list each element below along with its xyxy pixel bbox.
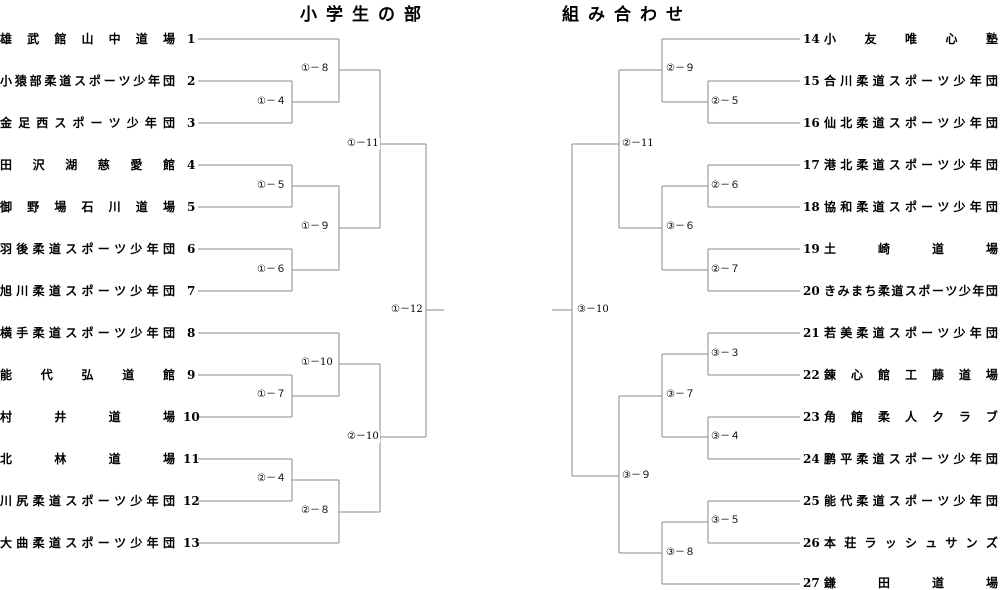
team-name: 旭川柔道スポーツ少年団 [0, 284, 175, 298]
match-label: ②－９ [665, 63, 696, 75]
team-name: 御野場石川道場 [0, 200, 175, 214]
team-number: 17 [803, 158, 820, 172]
team-number: 26 [803, 536, 820, 550]
match-label: ②－７ [710, 264, 741, 276]
team-number: 20 [803, 284, 820, 298]
team-number: 24 [803, 452, 820, 466]
match-label: ③－４ [710, 431, 741, 443]
match-label: ①－11 [346, 138, 380, 150]
team-number: 1 [187, 32, 196, 46]
team-number: 6 [187, 242, 196, 256]
match-label: ②－11 [621, 138, 655, 150]
team-name: 大曲柔道スポーツ少年団 [0, 536, 175, 550]
match-label: ③－10 [576, 304, 610, 316]
team-number: 21 [803, 326, 820, 340]
team-number: 15 [803, 74, 820, 88]
match-label: ①－４ [256, 96, 287, 108]
match-label: ②－４ [256, 473, 287, 485]
team-name: きみまち柔道スポーツ少年団 [824, 284, 998, 298]
team-name: 合川柔道スポーツ少年団 [824, 74, 998, 88]
match-label: ③－８ [665, 547, 696, 559]
team-name: 土崎道場 [824, 242, 998, 256]
team-number: 14 [803, 32, 820, 46]
team-name: 錬心館工藤道場 [824, 368, 998, 382]
match-label: ①－12 [390, 304, 424, 316]
team-number: 22 [803, 368, 820, 382]
title-right: 組み合わせ [562, 5, 692, 25]
match-label: ①－９ [300, 221, 331, 233]
team-number: 13 [183, 536, 200, 550]
match-label: ②－８ [300, 505, 331, 517]
team-name: 本荘ラッシュサンズ [824, 536, 998, 550]
team-number: 19 [803, 242, 820, 256]
team-name: 鎌田道場 [824, 576, 998, 590]
team-name: 協和柔道スポーツ少年団 [824, 200, 998, 214]
team-number: 4 [187, 158, 196, 172]
team-name: 横手柔道スポーツ少年団 [0, 326, 175, 340]
team-name: 仙北柔道スポーツ少年団 [824, 116, 998, 130]
team-number: 10 [183, 410, 200, 424]
team-name: 港北柔道スポーツ少年団 [824, 158, 998, 172]
match-label: ③－５ [710, 515, 741, 527]
team-name: 羽後柔道スポーツ少年団 [0, 242, 175, 256]
team-number: 18 [803, 200, 820, 214]
team-name: 川尻柔道スポーツ少年団 [0, 494, 175, 508]
match-label: ①－10 [300, 357, 334, 369]
team-name: 能代弘道館 [0, 368, 175, 382]
team-number: 11 [183, 452, 200, 466]
team-name: 鹏平柔道スポーツ少年団 [824, 452, 998, 466]
team-number: 5 [187, 200, 196, 214]
team-number: 12 [183, 494, 200, 508]
title-left: 小学生の部 [300, 5, 430, 25]
team-name: 若美柔道スポーツ少年団 [824, 326, 998, 340]
match-label: ①－８ [300, 63, 331, 75]
team-name: 能代柔道スポーツ少年団 [824, 494, 998, 508]
team-name: 北林道場 [0, 452, 175, 466]
team-number: 3 [187, 116, 196, 130]
match-label: ①－６ [256, 264, 287, 276]
match-label: ②－６ [710, 180, 741, 192]
team-name: 村井道場 [0, 410, 175, 424]
team-number: 25 [803, 494, 820, 508]
team-name: 金足西スポーツ少年団 [0, 116, 175, 130]
match-label: ③－７ [665, 389, 696, 401]
match-label: ③－６ [665, 221, 696, 233]
match-label: ③－９ [621, 470, 652, 482]
team-name: 小猿部柔道スポーツ少年団 [0, 74, 175, 88]
team-number: 27 [803, 576, 820, 590]
team-number: 23 [803, 410, 820, 424]
team-number: 9 [187, 368, 196, 382]
team-name: 角館柔人クラブ [824, 410, 998, 424]
team-name: 田沢湖慈愛館 [0, 158, 175, 172]
team-number: 16 [803, 116, 820, 130]
match-label: ①－５ [256, 180, 287, 192]
team-name: 小友唯心塾 [824, 32, 998, 46]
match-label: ③－３ [710, 348, 741, 360]
match-label: ②－５ [710, 96, 741, 108]
match-label: ①－７ [256, 389, 287, 401]
team-number: 8 [187, 326, 196, 340]
team-number: 2 [187, 74, 196, 88]
team-number: 7 [187, 284, 196, 298]
match-label: ②－10 [346, 431, 380, 443]
team-name: 雄武館山中道場 [0, 32, 175, 46]
